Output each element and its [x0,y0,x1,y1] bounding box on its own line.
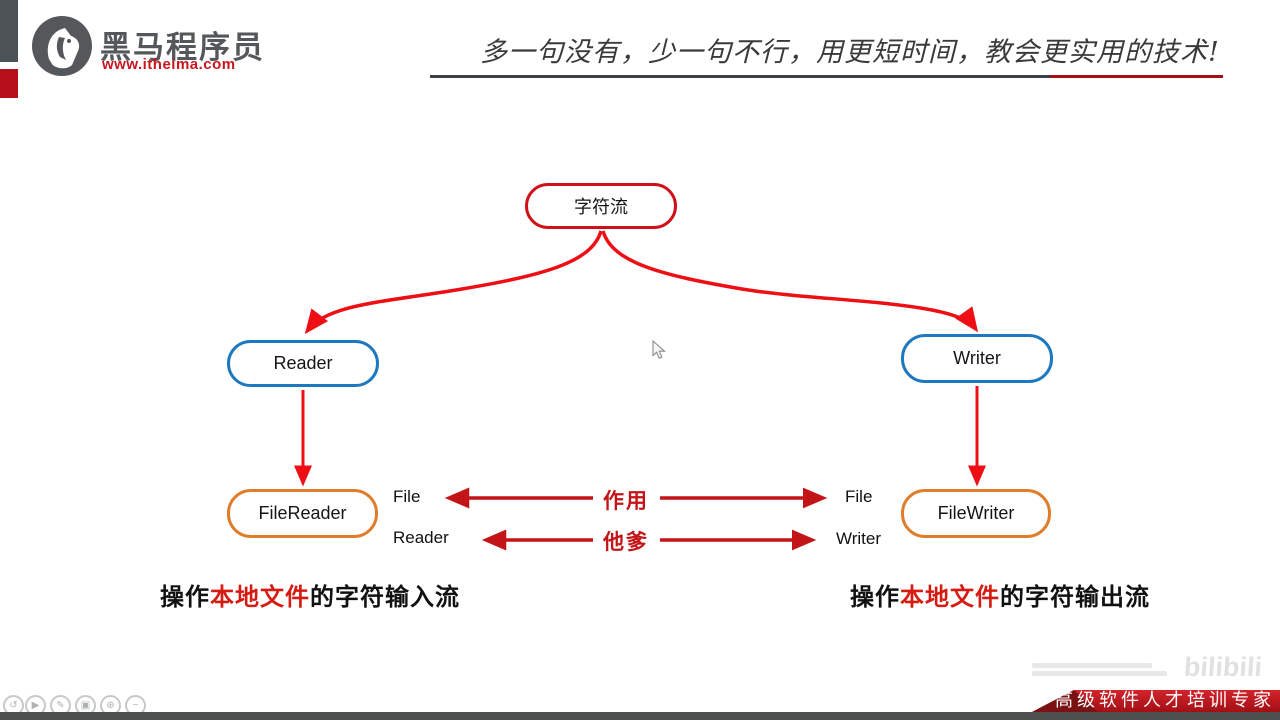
relation-file-right: File [845,487,873,506]
edge-accent-red [0,69,18,98]
relation-reader-left: Reader [393,528,449,547]
node-filereader: FileReader [227,489,378,538]
caption-left-pre: 操作 [160,584,210,611]
node-reader: Reader [227,340,379,387]
footer-banner-text: 高级软件人才培训专家 [1055,690,1275,711]
edge-accent-gray [0,0,18,62]
node-filewriter: FileWriter [901,489,1051,538]
relation-role-label: 作用 [603,490,649,513]
bilibili-logo: bilibili [1182,652,1264,682]
header-rule-red [1050,75,1223,78]
relation-writer-right: Writer [836,529,882,548]
brand-name: 黑马程序员 [100,30,265,65]
horse-logo-icon [32,16,92,76]
caption-left-highlight: 本地文件 [210,584,310,611]
slide-motto: 多一句没有，少一句不行，用更短时间，教会更实用的技术! [480,37,1220,68]
watermark-marks [1032,660,1172,686]
bilibili-watermark: bilibili [1032,652,1264,690]
node-char-stream: 字符流 [525,183,677,229]
caption-right-highlight: 本地文件 [900,584,1000,611]
caption-output-stream: 操作本地文件的字符输出流 [840,577,1160,612]
mouse-cursor-icon [652,340,666,360]
brand-url: www.itheima.com [102,56,236,73]
caption-input-stream: 操作本地文件的字符输入流 [150,577,470,612]
caption-right-post: 的字符输出流 [1000,584,1150,611]
caption-right-pre: 操作 [850,584,900,611]
node-writer: Writer [901,334,1053,383]
relation-file-left: File [393,487,421,506]
caption-left-post: 的字符输入流 [310,584,460,611]
relation-parent-label: 他爹 [603,531,649,554]
header-rule-gray [430,75,1050,78]
bottom-bar [0,712,1280,720]
